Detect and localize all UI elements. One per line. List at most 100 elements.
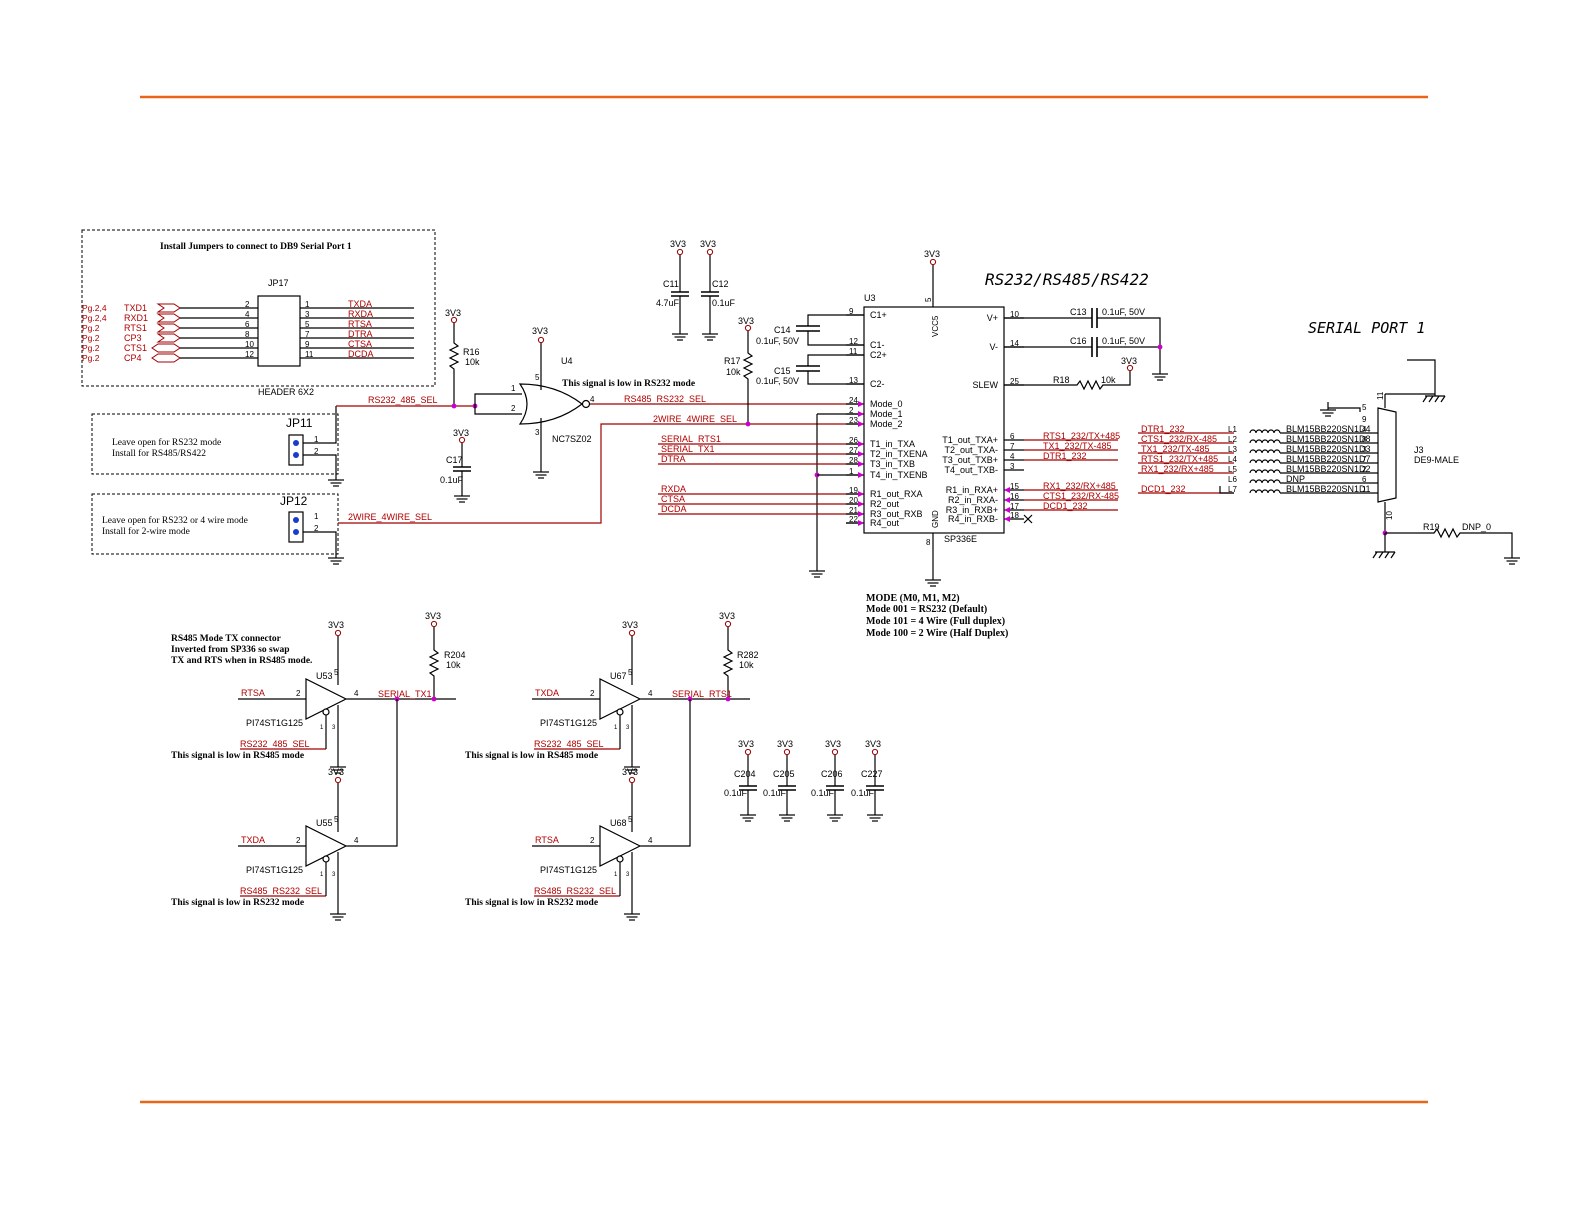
buffer-vcc-pin: 5 [628, 815, 633, 824]
buffer-vcc-pin: 5 [334, 815, 339, 824]
u3-left-pin-name: R2_out [870, 499, 900, 509]
decoupling-value: 0.1uF [811, 788, 835, 798]
u3-ref: U3 [864, 293, 876, 303]
net-rs485-rs232-sel: RS485_RS232_SEL [624, 394, 706, 404]
decoupling-value: 0.1uF [851, 788, 875, 798]
buffer-input-pin: 2 [296, 689, 301, 698]
buffer-oe-bubble [616, 855, 624, 863]
filter-part: BLM15BB220SN1D1 [1286, 484, 1371, 494]
c14-value: 0.1uF, 50V [756, 336, 799, 346]
u3-input-nets: SERIAL_RTS1 SERIAL_TX1 DTRA RXDA CTSA DC… [658, 434, 864, 524]
r204-power: 3V3 [425, 611, 441, 621]
c12-value: 0.1uF [712, 298, 736, 308]
jp11-section: Leave open for RS232 mode Install for RS… [91, 406, 345, 487]
buffer-note-line3: TX and RTS when in RS485 mode. [171, 656, 312, 666]
ferrite-bead [1249, 469, 1281, 474]
buffer-part: PI74ST1G125 [540, 718, 597, 728]
u3-pin-arrow [858, 472, 864, 478]
u3-pin-arrow [858, 501, 864, 507]
charge-pump-caps: C14 0.1uF, 50V C15 0.1uF, 50V [756, 314, 864, 386]
decoupling-power-label: 3V3 [777, 739, 793, 749]
filter-input-net: TX1_232/TX-485 [1141, 444, 1210, 454]
jp17-right-pin: 11 [305, 350, 314, 359]
u3-vcc-label: VCC5 [931, 315, 940, 337]
j3-pin5: 5 [1362, 403, 1367, 412]
u3-right-pin-name: T3_out_TXB+ [942, 455, 998, 465]
buffer-vcc-pin: 5 [628, 668, 633, 677]
jp12-note2: Install for 2-wire mode [102, 526, 190, 537]
decoupling-power-symbol [744, 748, 752, 756]
u3-right-pin-number: 6 [1010, 432, 1015, 441]
port-connector [151, 353, 181, 363]
u3-right-pin-number: 4 [1010, 452, 1015, 461]
jp17-output-net: TXDA [348, 299, 372, 309]
decoupling-power-symbol [783, 748, 791, 756]
u4-ref: U4 [561, 356, 573, 366]
j3-filter-pin: 3 [1362, 445, 1367, 454]
u3-value: SP336E [944, 534, 977, 544]
buffer-sel-net: RS232_485_SEL [240, 739, 310, 749]
r282-power: 3V3 [719, 611, 735, 621]
jp17-value: HEADER 6X2 [258, 387, 314, 397]
buffer-gnd-pin: 3 [626, 725, 630, 731]
u3-right-pin-name: R1_in_RXA+ [946, 485, 998, 495]
c16-value: 0.1uF, 50V [1102, 336, 1145, 346]
ferrite-bead [1249, 489, 1281, 494]
filter-input-net: RTS1_232/TX+485 [1141, 454, 1218, 464]
jp17-page-ref: Pg.2 [82, 333, 100, 343]
jp17-left-pin: 10 [245, 340, 254, 349]
u4-value: NC7SZ02 [552, 434, 592, 444]
filter-ref: L7 [1228, 485, 1237, 494]
slew-power: 3V3 [1121, 356, 1137, 366]
j3-filter-pin: 1 [1362, 485, 1367, 494]
buffer-part: PI74ST1G125 [246, 718, 303, 728]
jp17-output-net: CTSA [348, 339, 372, 349]
u3-right-pin-name: V- [989, 342, 998, 352]
u3-right-pin-number: 10 [1010, 310, 1019, 319]
c14-ref: C14 [774, 325, 791, 335]
j3-filter-pin: 4 [1362, 425, 1367, 434]
jp17-left-pin: 2 [245, 300, 250, 309]
u3-left-pin-number: 11 [849, 347, 858, 356]
c11-value: 4.7uF [656, 298, 680, 308]
buffer-gnd-pin: 3 [332, 725, 336, 731]
net-2wire-4wire-sel-jp12: 2WIRE_4WIRE_SEL [348, 512, 432, 522]
u3-left-pin-number: 9 [849, 307, 854, 316]
jp17-left-pin: 4 [245, 310, 250, 319]
u3-pin-arrow [858, 441, 864, 447]
u3-left-pin-name: T3_in_TXB [870, 459, 915, 469]
decoupling-ground [778, 806, 796, 822]
u3-left-pin-name: Mode_0 [870, 399, 903, 409]
buffer-power-symbol [628, 629, 636, 637]
u3-output-net-label: CTS1_232/RX-485 [1043, 491, 1119, 501]
net-serial-tx1-out: SERIAL_TX1 [378, 689, 432, 699]
buffer-power-label: 3V3 [328, 620, 344, 630]
c16-ref: C16 [1070, 336, 1087, 346]
c17-power: 3V3 [453, 428, 469, 438]
ferrite-bead [1249, 439, 1281, 444]
net-serial-tx1: SERIAL_TX1 [661, 444, 715, 454]
u4-pin2: 2 [511, 404, 516, 413]
decoupling-power-label: 3V3 [865, 739, 881, 749]
buffer-output-pin: 4 [648, 689, 653, 698]
decoupling-power-symbol [831, 748, 839, 756]
filter-ref: L6 [1228, 475, 1237, 484]
jp17-right-pin: 3 [305, 310, 310, 319]
r16-ref: R16 [463, 347, 480, 357]
buffer-oe-pin: 1 [320, 725, 324, 731]
filter-ref: L5 [1228, 465, 1237, 474]
buffer-input-net: RTSA [535, 835, 559, 845]
buffer-sel-net: RS485_RS232_SEL [534, 886, 616, 896]
r204-ref: R204 [444, 650, 466, 660]
u3-right-pin-number: 17 [1010, 502, 1019, 511]
net-dcda: DCDA [661, 504, 687, 514]
ferrite-bead [1249, 479, 1281, 484]
u3-left-pin-number: 19 [849, 486, 858, 495]
j3-body [1377, 407, 1397, 503]
u3-pin-arrow [858, 511, 864, 517]
u3-left-pin-number: 21 [849, 506, 858, 515]
decoupling-ground [826, 806, 844, 822]
jp12-section: Leave open for RS232 or 4 wire mode Inst… [91, 493, 345, 565]
u3-pin-arrow [858, 411, 864, 417]
